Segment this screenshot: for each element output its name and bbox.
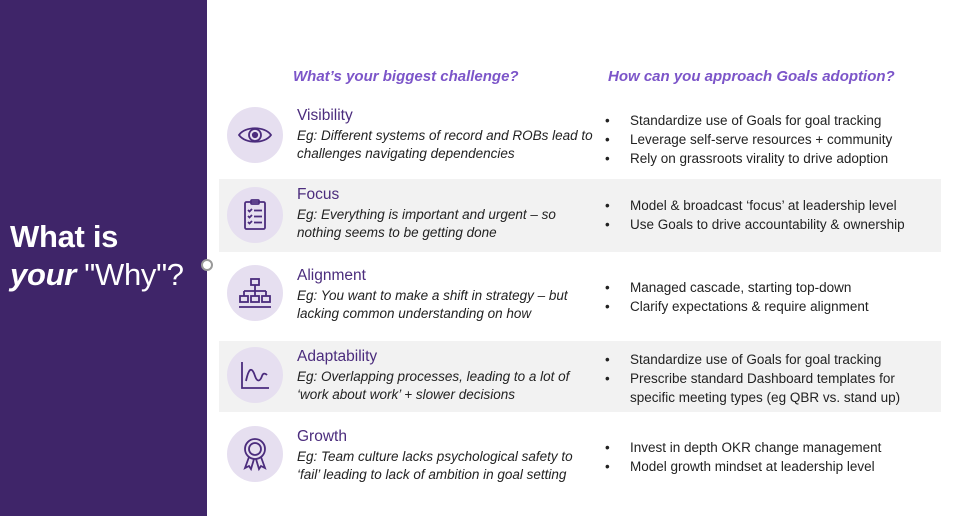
- bullet-item: Model & broadcast ‘focus’ at leadership …: [605, 196, 905, 215]
- approach-column-header: How can you approach Goals adoption?: [608, 68, 895, 85]
- row-title: Growth: [297, 428, 347, 445]
- row-description: Eg: Everything is important and urgent –…: [297, 207, 556, 240]
- row-alignment: Alignment Eg: You want to make a shift i…: [219, 260, 941, 334]
- sidebar-title-line1: What is: [10, 219, 119, 254]
- clipboard-checklist-icon: [227, 187, 283, 243]
- sidebar-title-why: "Why"?: [75, 257, 184, 292]
- eye-icon: [227, 107, 283, 163]
- row-adaptability: Adaptability Eg: Overlapping processes, …: [219, 341, 941, 412]
- sidebar-panel: What is your "Why"?: [0, 0, 207, 516]
- bullet-item: Model growth mindset at leadership level: [605, 457, 881, 476]
- bullet-item: Leverage self-serve resources + communit…: [605, 130, 892, 149]
- bullet-item: Invest in depth OKR change management: [605, 438, 881, 457]
- bullet-item: Prescribe standard Dashboard templates f…: [605, 369, 925, 407]
- sidebar-title: What is your "Why"?: [10, 218, 205, 294]
- row-description: Eg: Different systems of record and ROBs…: [297, 128, 593, 161]
- bullet-item: Clarify expectations & require alignment: [605, 297, 869, 316]
- approach-bullets: Standardize use of Goals for goal tracki…: [605, 350, 925, 407]
- hierarchy-icon: [227, 265, 283, 321]
- award-ribbon-icon: [227, 426, 283, 482]
- approach-bullets: Model & broadcast ‘focus’ at leadership …: [605, 196, 905, 234]
- row-description: Eg: Overlapping processes, leading to a …: [297, 369, 570, 402]
- row-description: Eg: Team culture lacks psychological saf…: [297, 449, 573, 482]
- row-visibility: Visibility Eg: Different systems of reco…: [219, 100, 941, 172]
- bullet-item: Use Goals to drive accountability & owne…: [605, 215, 905, 234]
- row-title: Adaptability: [297, 348, 378, 365]
- row-description: Eg: You want to make a shift in strategy…: [297, 288, 568, 321]
- connector-handle[interactable]: [201, 259, 213, 271]
- sidebar-title-line2: your "Why"?: [10, 256, 205, 294]
- bullet-item: Managed cascade, starting top-down: [605, 278, 869, 297]
- approach-bullets: Managed cascade, starting top-down Clari…: [605, 278, 869, 316]
- row-title: Alignment: [297, 267, 366, 284]
- bullet-item: Standardize use of Goals for goal tracki…: [605, 350, 925, 369]
- row-focus: Focus Eg: Everything is important and ur…: [219, 179, 941, 252]
- bullet-item: Standardize use of Goals for goal tracki…: [605, 111, 892, 130]
- row-title: Focus: [297, 186, 340, 203]
- line-chart-icon: [227, 347, 283, 403]
- challenge-column-header: What’s your biggest challenge?: [293, 68, 519, 85]
- row-growth: Growth Eg: Team culture lacks psychologi…: [219, 421, 941, 493]
- approach-bullets: Invest in depth OKR change management Mo…: [605, 438, 881, 476]
- bullet-item: Rely on grassroots virality to drive ado…: [605, 149, 892, 168]
- row-title: Visibility: [297, 107, 353, 124]
- approach-bullets: Standardize use of Goals for goal tracki…: [605, 111, 892, 168]
- sidebar-title-your: your: [10, 257, 76, 292]
